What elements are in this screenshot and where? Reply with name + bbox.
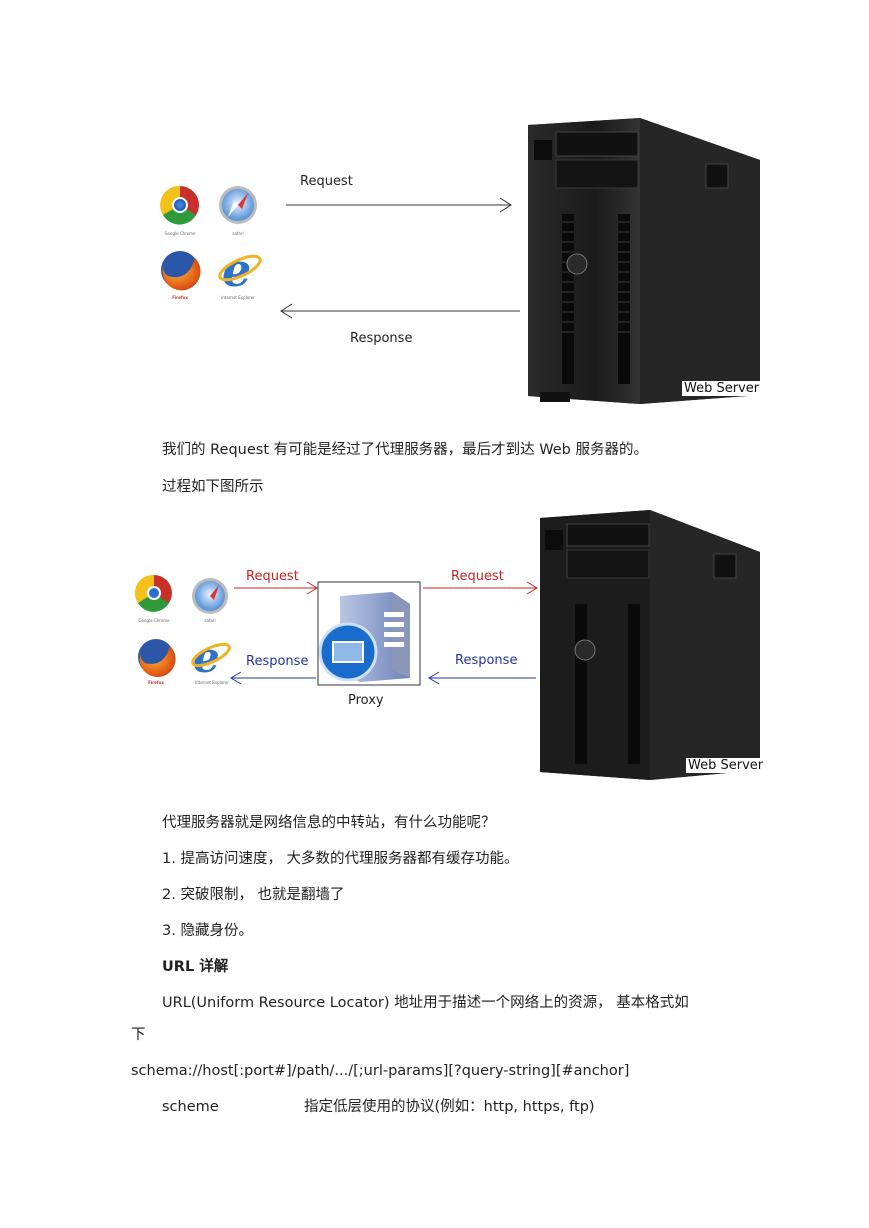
browser-caption: Google Chrome bbox=[138, 618, 170, 623]
safari-icon bbox=[192, 578, 228, 614]
svg-text:e: e bbox=[193, 633, 220, 682]
response-arrow-to-proxy bbox=[428, 671, 536, 685]
browser-caption: Google Chrome bbox=[164, 231, 196, 236]
paragraph-request-via-proxy: 我们的 Request 有可能是经过了代理服务器，最后才到达 Web 服务器的。 bbox=[162, 442, 648, 458]
svg-text:e: e bbox=[222, 243, 251, 297]
request-label: Request bbox=[300, 174, 353, 189]
section-heading-url: URL 详解 bbox=[162, 959, 229, 975]
internet-explorer-icon: e bbox=[218, 243, 262, 297]
list-item: 3. 隐藏身份。 bbox=[162, 923, 253, 939]
request-arrow-to-server bbox=[423, 581, 538, 595]
diagram1-svg: e bbox=[160, 118, 760, 404]
request-arrow bbox=[286, 197, 512, 213]
response-label: Response bbox=[350, 331, 413, 346]
proxy-server-image bbox=[317, 581, 421, 686]
term-scheme: scheme bbox=[162, 1099, 219, 1115]
response-label-proxy: Response bbox=[455, 653, 518, 668]
paragraph-url-definition: URL(Uniform Resource Locator) 地址用于描述一个网络… bbox=[162, 995, 689, 1011]
browser-caption: safari bbox=[232, 231, 244, 236]
request-label-proxy: Request bbox=[451, 569, 504, 584]
web-server-label: Web Server bbox=[686, 758, 766, 773]
browser-caption: Internet Explorer bbox=[195, 680, 229, 685]
list-item: 1. 提高访问速度， 大多数的代理服务器都有缓存功能。 bbox=[162, 851, 519, 867]
paragraph-proxy-definition: 代理服务器就是网络信息的中转站，有什么功能呢？ bbox=[162, 815, 496, 831]
firefox-icon bbox=[161, 251, 201, 291]
proxy-label: Proxy bbox=[348, 693, 384, 708]
safari-icon bbox=[219, 186, 257, 224]
web-server-image bbox=[528, 118, 760, 404]
paragraph-process-intro: 过程如下图所示 bbox=[162, 479, 264, 495]
chrome-icon bbox=[134, 574, 172, 612]
browser-caption: Firefox bbox=[172, 295, 188, 300]
browser-caption: Firefox bbox=[148, 680, 164, 685]
browser-caption: safari bbox=[204, 618, 216, 623]
response-arrow bbox=[280, 303, 520, 319]
firefox-icon bbox=[138, 639, 176, 678]
browser-caption: Internet Explorer bbox=[221, 295, 255, 300]
request-arrow-to-proxy bbox=[234, 581, 318, 595]
definition-scheme: 指定低层使用的协议(例如：http, https, ftp) bbox=[304, 1099, 595, 1115]
diagram2-svg: e bbox=[134, 510, 760, 780]
web-server-label: Web Server bbox=[682, 381, 762, 396]
list-item: 2. 突破限制， 也就是翻墙了 bbox=[162, 887, 345, 903]
request-label-client: Request bbox=[246, 569, 299, 584]
url-schema-format: schema://host[:port#]/path/.../[;url-par… bbox=[131, 1063, 630, 1079]
response-arrow-to-client bbox=[230, 671, 316, 685]
chrome-icon bbox=[160, 185, 199, 225]
paragraph-url-definition-cont: 下 bbox=[131, 1027, 146, 1043]
internet-explorer-icon: e bbox=[191, 633, 231, 682]
response-label-client: Response bbox=[246, 654, 309, 669]
web-server-image bbox=[540, 510, 760, 780]
